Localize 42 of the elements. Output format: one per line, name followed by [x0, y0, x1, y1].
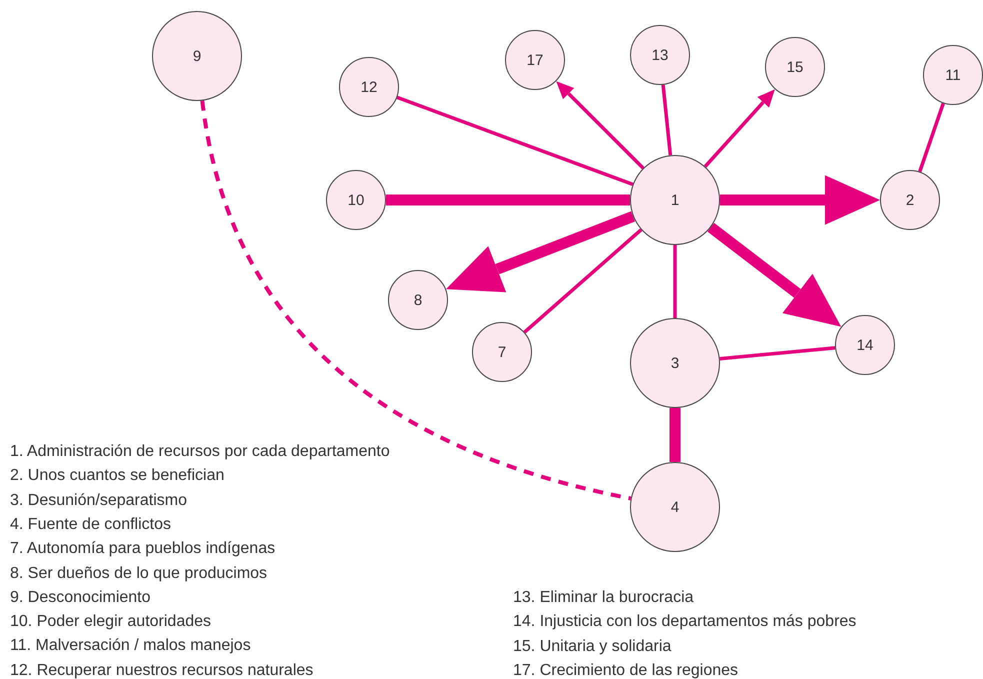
legend-item: 12. Recuperar nuestros recursos naturales: [10, 660, 314, 679]
legend-item: 9. Desconocimiento: [10, 588, 151, 608]
legend-item: 14. Injusticia con los departamentos más pobres: [513, 612, 856, 632]
node-number: 15: [786, 60, 804, 74]
legend-item: 8. Ser dueños de lo que producimos: [10, 564, 268, 584]
connector-line: [670, 408, 680, 462]
node-number: 13: [652, 48, 668, 62]
node-number: 12: [360, 80, 378, 94]
node-number: 7: [498, 344, 506, 360]
node-number: 8: [414, 292, 422, 308]
legend-item: 3. Desunión/separatismo: [10, 490, 187, 511]
arrow: [556, 81, 644, 170]
connector-line: [396, 96, 634, 186]
legend-item: 7. Autonomía para pueblos indígenas: [10, 539, 276, 560]
connector-line: [720, 346, 836, 360]
node-number: 3: [670, 356, 680, 370]
legend-item: 1. Administración de recursos por cada departamento: [10, 442, 390, 462]
legend-item: 10. Poder elegir autoridades: [10, 612, 212, 632]
connector-line: [918, 102, 945, 172]
legend-item: 17. Crecimiento de las regiones: [513, 660, 738, 679]
node-number: 1: [670, 192, 680, 208]
legend-item: 13. Eliminar la burocracia: [513, 588, 694, 608]
connector-line: [386, 194, 630, 206]
node-number: 9: [192, 48, 202, 64]
connector-line: [523, 228, 642, 334]
node-number: 11: [945, 68, 961, 82]
node-number: 10: [348, 192, 364, 208]
node-number: 17: [526, 52, 544, 68]
legend-item: 4. Fuente de conflictos: [10, 514, 171, 535]
node-number: 4: [670, 500, 680, 514]
arrow: [446, 211, 636, 292]
connector-line: [673, 245, 677, 318]
node-number: 2: [906, 192, 914, 208]
arrow: [720, 175, 880, 225]
arrow: [704, 89, 775, 168]
dashed-connector: [200, 100, 632, 500]
arrow: [707, 222, 842, 327]
legend-item: 11. Malversación / malos manejos: [10, 636, 251, 656]
legend-item: 15. Unitaria y solidaria: [513, 636, 672, 657]
connector-line: [661, 84, 672, 156]
node-number: 14: [856, 338, 874, 352]
legend-item: 2. Unos cuantos se benefician: [10, 466, 224, 486]
